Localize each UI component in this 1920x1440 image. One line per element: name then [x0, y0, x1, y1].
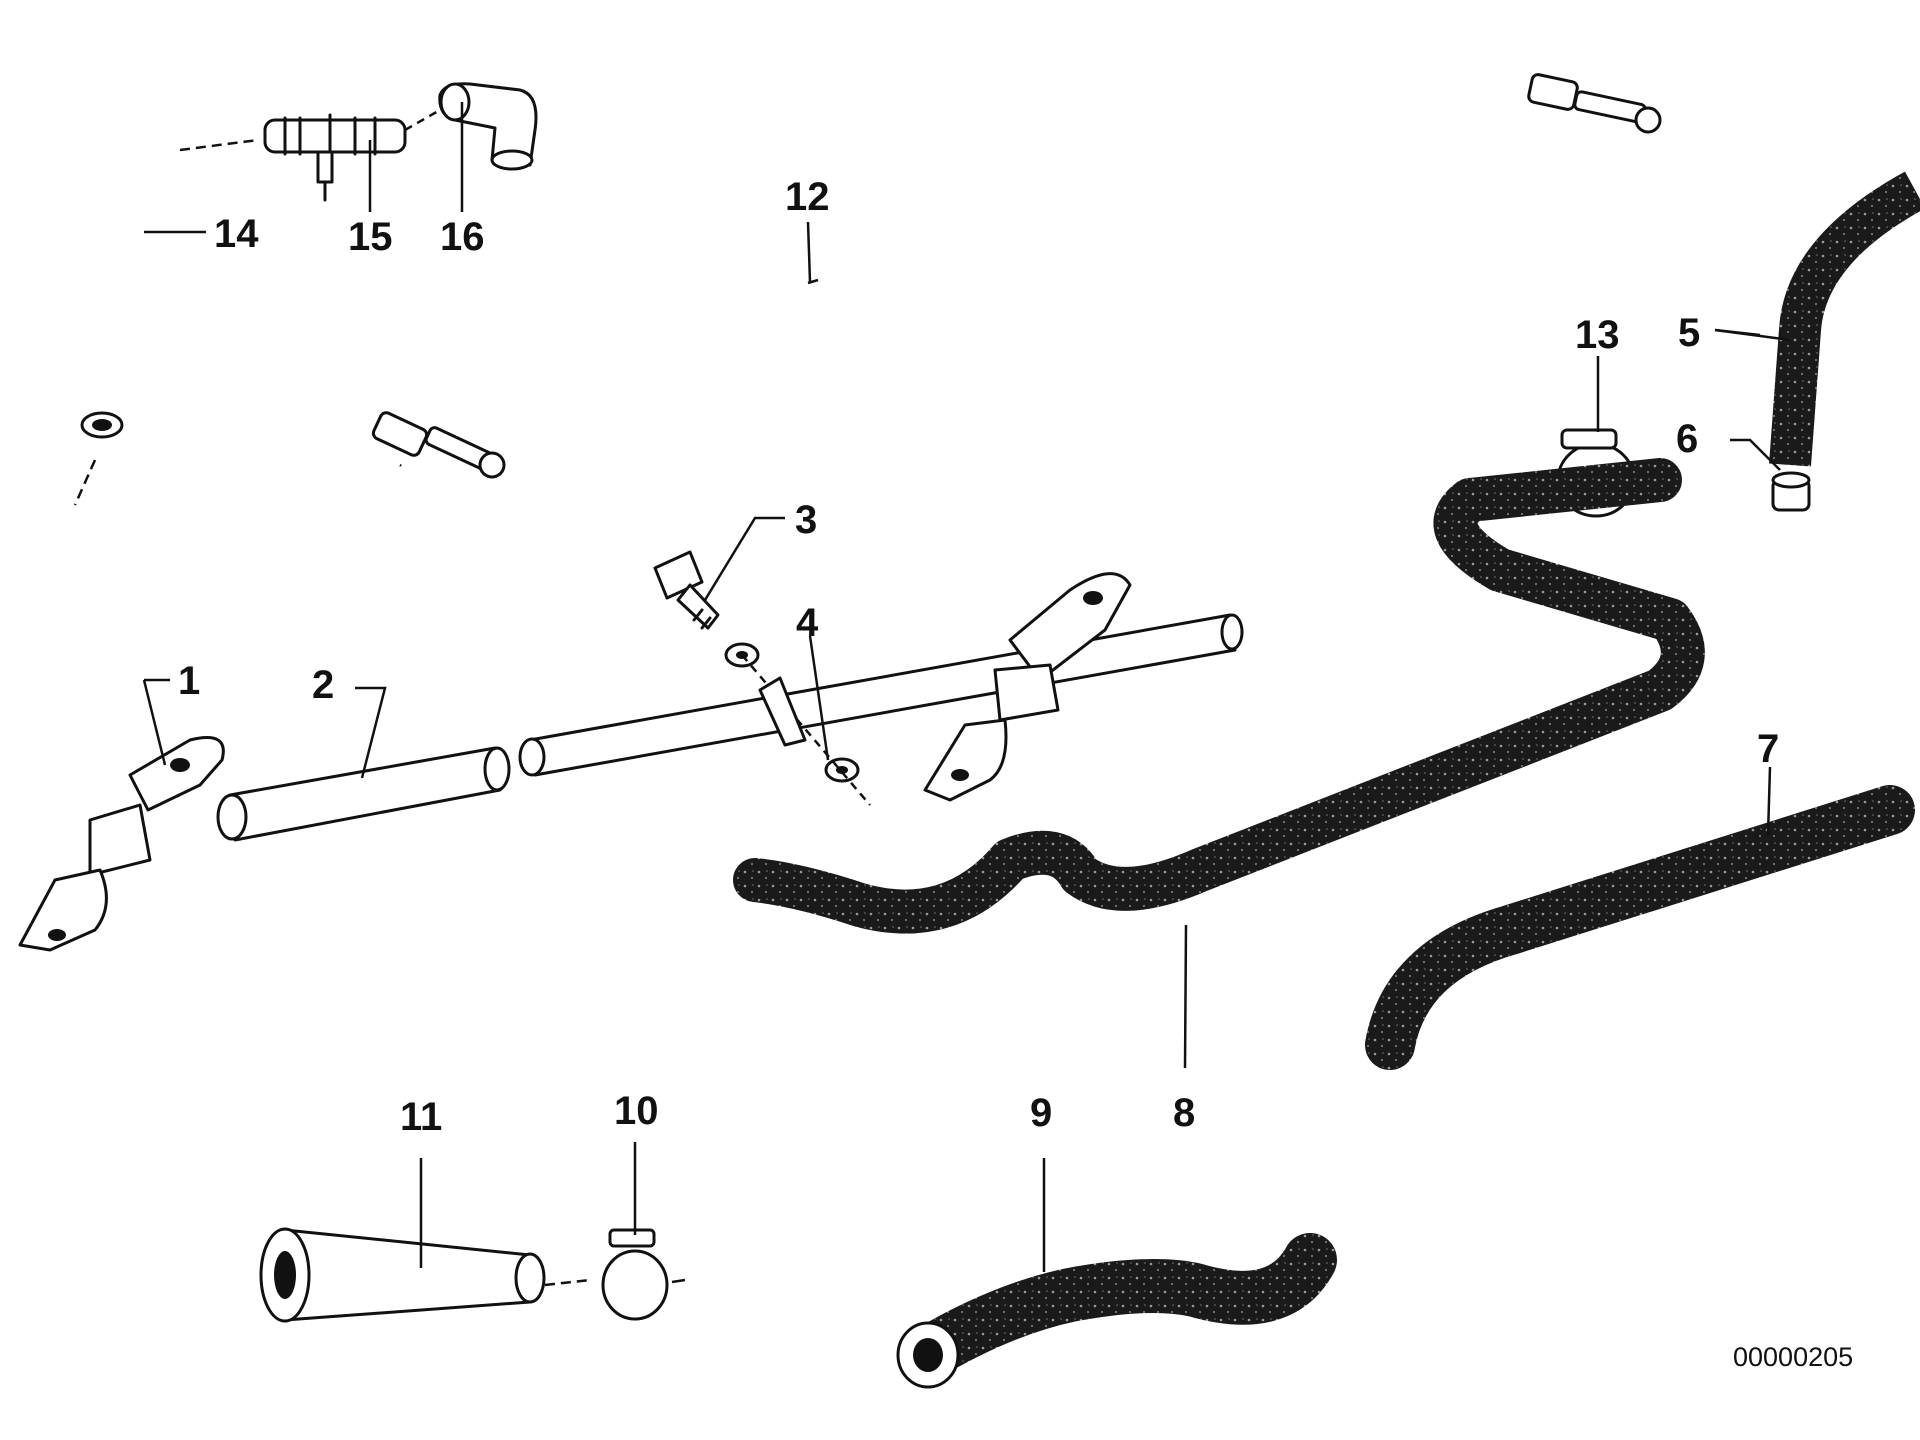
hose-part-9 — [896, 1233, 1337, 1389]
callout-10: 10 — [614, 1089, 659, 1133]
callout-7: 7 — [1757, 727, 1779, 771]
elbow-part-16 — [438, 82, 538, 171]
callout-15: 15 — [348, 215, 393, 259]
diagram-code: 00000205 — [1733, 1342, 1853, 1372]
hose-part-14 — [70, 129, 259, 506]
callout-6: 6 — [1676, 417, 1698, 461]
callout-5: 5 — [1678, 311, 1700, 355]
callout-11: 11 — [400, 1095, 442, 1139]
callout-3: 3 — [795, 498, 817, 542]
callout-13: 13 — [1575, 313, 1620, 357]
bolt-part-3 — [653, 550, 720, 630]
callout-9: 9 — [1030, 1091, 1052, 1135]
callout-16: 16 — [440, 215, 485, 259]
clamp-part-10 — [601, 1228, 686, 1321]
callout-2: 2 — [312, 663, 334, 707]
bracket-part-1 — [18, 572, 1132, 952]
washer-part-4 — [724, 642, 871, 806]
callout-14: 14 — [214, 212, 259, 256]
callout-8: 8 — [1173, 1091, 1195, 1135]
callout-1: 1 — [178, 659, 200, 703]
hose-part-8 — [733, 458, 1705, 934]
pipe-part-12 — [297, 73, 1662, 479]
clamp-part-13 — [1556, 428, 1636, 518]
pipe-part-11 — [259, 1227, 591, 1323]
cap-part-6 — [1771, 471, 1811, 512]
hose-part-5 — [1769, 171, 1920, 467]
callout-4: 4 — [796, 601, 819, 645]
callout-labels: 1 2 3 4 5 6 7 8 9 10 11 12 13 14 15 16 0… — [178, 175, 1853, 1372]
leader-lines — [142, 102, 1791, 1272]
fitting-part-15 — [263, 108, 441, 202]
callout-12: 12 — [785, 175, 830, 219]
hose-part-7 — [1365, 785, 1915, 1070]
